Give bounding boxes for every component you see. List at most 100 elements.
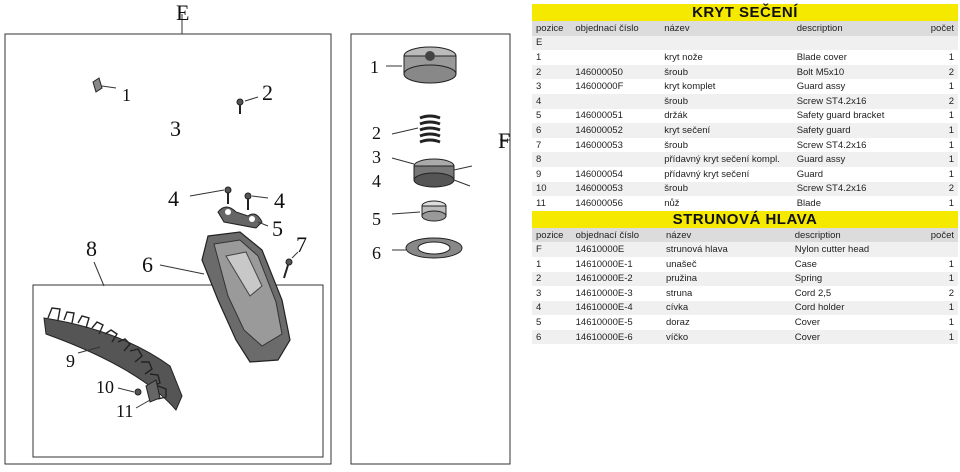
cell-order-number: 146000056 [571,196,661,211]
cell-order-number: 14610000E-4 [571,300,662,316]
safety-guard-part [159,231,291,363]
cell-name: pružina [661,271,791,287]
cell-count: 1 [924,300,958,316]
stop-part [391,200,447,222]
cell-name: šroub [660,181,793,197]
cell-count: 1 [924,79,958,94]
exploded-parts-diagram: E F 1 2 3 4 4 5 6 7 8 9 10 11 1 2 3 4 5 … [4,0,511,465]
cell-count: 1 [924,271,958,287]
cell-order-number: 14610000E-6 [571,329,662,345]
cell-description: Spring [790,271,925,287]
cell-name: kryt nože [660,50,793,65]
callout-f6: 6 [372,243,381,263]
cell-name: držák [660,108,793,124]
col-pozice: pozice [532,21,572,36]
cell-pozice: 10 [532,181,572,197]
cell-count: 1 [924,152,958,167]
additional-guard-part [43,261,183,411]
cell-pozice: 3 [532,79,572,94]
callout-e1: 1 [122,85,131,105]
table-f-title: STRUNOVÁ HLAVA [532,210,958,228]
cell-pozice: 5 [532,315,572,330]
table-e: pozice objednací číslo název description… [532,21,958,211]
cell-name: přídavný kryt sečení kompl. [660,152,793,167]
cell-description: Bolt M5x10 [792,64,925,80]
cell-pozice: 7 [532,137,572,153]
cell-count [924,242,958,257]
cell-count: 1 [924,123,958,138]
callout-e6: 6 [142,252,153,277]
callout-e10: 10 [96,377,114,397]
cell-order-number [571,93,661,109]
cell-order-number: 146000053 [571,181,661,197]
cell-description: Cord 2,5 [790,286,925,301]
cell-name [660,35,793,51]
cell-order-number [571,50,661,65]
col-order-number: objednací číslo [571,227,662,243]
frame-e8 [32,284,324,458]
cell-pozice: 4 [532,93,572,109]
cell-count: 1 [924,329,958,345]
blade-cover-part [92,77,117,93]
cell-description: Cord holder [790,300,925,316]
cell-count: 2 [924,64,958,80]
cell-name: víčko [661,329,791,345]
cell-name: cívka [661,300,791,316]
col-count: počet [924,21,958,36]
cell-description: Blade [792,196,925,211]
cell-name: kryt sečení [660,123,793,138]
parts-list: KRYT SEČENÍ pozice objednací číslo název… [532,4,958,345]
cell-order-number: 146000054 [571,166,661,182]
col-order-number: objednací číslo [571,21,661,36]
cell-count: 1 [924,50,958,65]
cell-order-number: 146000052 [571,123,661,138]
callout-e7: 7 [296,232,307,257]
table-e-header-row: pozice objednací číslo název description… [532,21,958,36]
callout-e8: 8 [86,236,97,261]
callout-f4: 4 [372,171,381,191]
cell-description: Cover [790,315,925,330]
cell-description: Screw ST4.2x16 [792,93,925,109]
callout-e2: 2 [262,80,273,105]
cell-count: 2 [924,181,958,197]
cell-name: kryt komplet [660,79,793,94]
col-description: description [792,21,925,36]
cell-description: Nylon cutter head [790,242,925,257]
cell-description: Screw ST4.2x16 [792,137,925,153]
screws-part [189,186,269,210]
cell-description: Blade cover [792,50,925,65]
frame-f [350,33,511,465]
cell-pozice: 1 [532,256,572,272]
bolt-part [236,96,259,114]
cell-pozice: E [532,35,572,51]
cell-count: 1 [924,315,958,330]
cell-order-number: 14610000E-2 [571,271,662,287]
callout-e4b: 4 [274,188,285,213]
cell-pozice: 8 [532,152,572,167]
cutter-head-case-part [386,46,457,84]
cell-name: šroub [660,64,793,80]
cell-order-number: 146000053 [571,137,661,153]
cell-name: unašeč [661,256,791,272]
section-label-e: E [176,0,190,25]
callout-f1: 1 [370,57,379,77]
cell-count: 2 [924,93,958,109]
cell-order-number: 146000050 [571,64,661,80]
cell-name: šroub [660,137,793,153]
cell-order-number: 14610000E-3 [571,286,662,301]
cell-name: nůž [660,196,793,211]
callout-e11: 11 [116,401,134,421]
frame-e [4,33,332,465]
cord-holder-part [391,157,473,188]
screw7-part [283,251,299,279]
